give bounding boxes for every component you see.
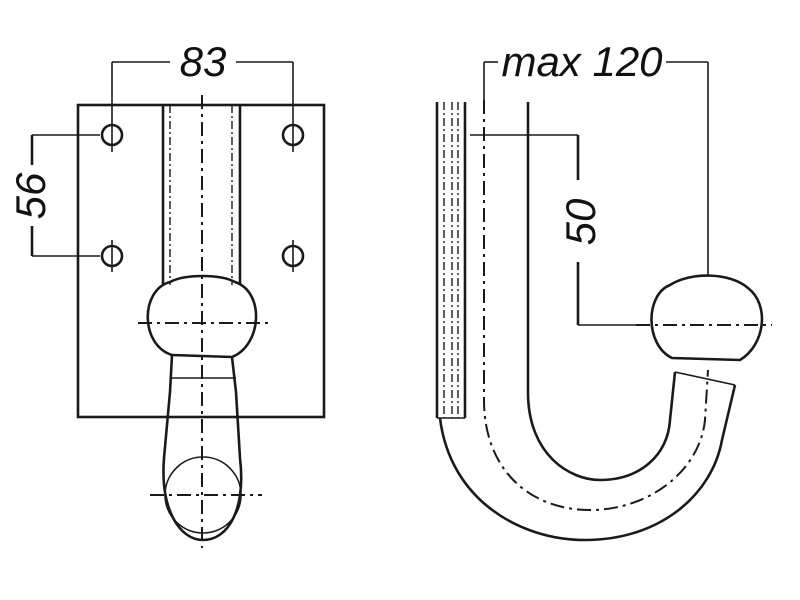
dimension-max-length: max 120 — [483, 38, 709, 275]
tow-ball-side — [636, 274, 772, 386]
bolt-hole-top-left — [100, 118, 124, 152]
hook-center-curve — [483, 100, 709, 512]
dimension-width: 83 — [111, 38, 294, 118]
dimension-ball-height-label: 50 — [557, 198, 604, 245]
hook-outer-contour — [438, 384, 737, 542]
hook-inner-contour — [526, 102, 677, 482]
dimension-ball-height: 50 — [470, 134, 648, 326]
dimension-height-label: 56 — [7, 172, 54, 219]
bolt-hole-bottom-left — [100, 240, 124, 272]
front-view: 83 56 — [7, 38, 326, 548]
plate-side-edge — [435, 102, 467, 419]
dimension-height: 56 — [7, 134, 100, 257]
dimension-max-length-label: max 120 — [501, 38, 663, 85]
bolt-hole-bottom-right — [281, 240, 305, 272]
ball-neck — [168, 354, 238, 393]
bolt-hole-top-right — [281, 118, 305, 152]
side-view: max 120 50 — [435, 38, 772, 542]
dimension-width-label: 83 — [180, 38, 227, 85]
tow-ball-front — [138, 274, 270, 359]
